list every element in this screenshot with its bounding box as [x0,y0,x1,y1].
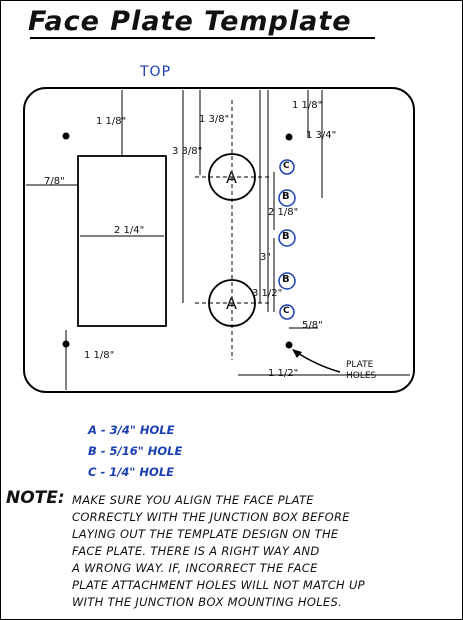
plate-holes-arrow [295,351,341,373]
hole-b-3-label: B [282,274,290,285]
dim-2-1-4: 2 1/4" [114,225,145,236]
plate-outline [23,87,415,393]
dim-3: 3" [260,252,271,263]
outlet-cutout [77,155,167,327]
note-line: A WRONG WAY. IF, INCORRECT THE FACE [72,561,318,575]
note-text: MAKE SURE YOU ALIGN THE FACE PLATE CORRE… [72,492,452,611]
plate-holes-callout: PLATE HOLES [346,360,376,382]
page-title: Face Plate Template [28,6,352,37]
dim-1-1-8-top: 1 1/8" [96,116,127,127]
hole-b-1-label: B [282,191,290,202]
hole-b-2 [278,229,296,247]
dim-1-1-8-right: 1 1/8" [292,100,323,111]
legend-item-b: B - 5/16" HOLE [88,444,183,458]
hole-c-bottom [279,304,295,320]
dim-1-3-8: 1 3/8" [199,114,230,125]
hole-b-3 [278,272,296,290]
dim-1-1-8-bottom: 1 1/8" [84,350,115,361]
dim-3-1-2: 3 1/2" [252,288,283,299]
hole-legend: A - 3/4" HOLE B - 5/16" HOLE C - 1/4" HO… [88,420,182,483]
top-label: TOP [140,64,172,80]
callout-line-2: HOLES [346,371,377,381]
note-line: CORRECTLY WITH THE JUNCTION BOX BEFORE [72,510,350,524]
note-line: PLATE ATTACHMENT HOLES WILL NOT MATCH UP [72,578,365,592]
callout-line-1: PLATE [346,360,374,370]
dim-1-3-4: 1 3/4" [306,130,337,141]
dim-5-8: 5/8" [302,320,323,331]
hole-b-1 [278,189,296,207]
hole-a-bottom-label: A [226,294,237,313]
plate-holes-arrowhead [292,349,302,358]
note-line: FACE PLATE. THERE IS A RIGHT WAY AND [72,544,320,558]
note-label: NOTE: [6,488,65,508]
plate-hole-bottom-right [285,341,293,349]
hole-c-top [279,159,295,175]
plate-hole-top-left [62,132,70,140]
note-line: LAYING OUT THE TEMPLATE DESIGN ON THE [72,527,339,541]
hole-c-top-label: C [283,161,290,171]
dim-2-1-8: 2 1/8" [268,207,299,218]
hole-c-bottom-label: C [283,306,290,316]
note-line: WITH THE JUNCTION BOX MOUNTING HOLES. [72,595,343,609]
hole-a-top-label: A [226,168,237,187]
hole-b-2-label: B [282,231,290,242]
dim-3-3-8: 3 3/8" [172,146,203,157]
dim-1-1-2: 1 1/2" [268,368,299,379]
legend-item-c: C - 1/4" HOLE [88,465,175,479]
plate-hole-top-right [285,133,293,141]
legend-item-a: A - 3/4" HOLE [88,423,175,437]
dimension-lines [26,90,410,390]
dim-7-8: 7/8" [44,176,65,187]
note-line: MAKE SURE YOU ALIGN THE FACE PLATE [72,493,314,507]
